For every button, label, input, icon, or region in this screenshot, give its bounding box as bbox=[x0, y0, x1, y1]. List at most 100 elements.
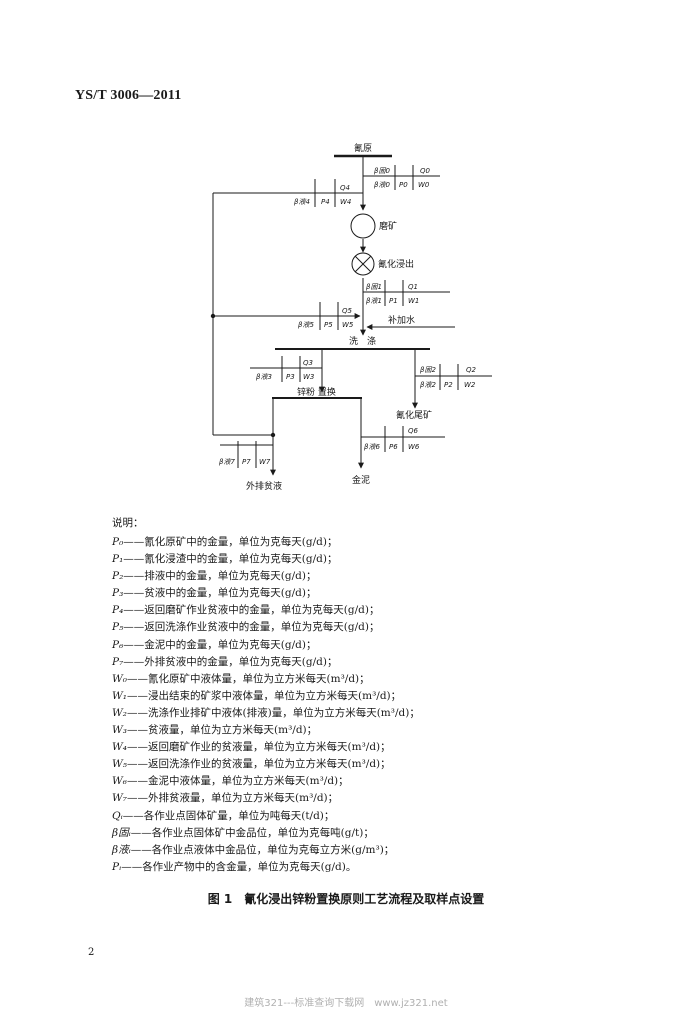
box2-p: P2 bbox=[444, 381, 453, 389]
figure-caption: 图 1 氰化浸出锌粉置换原则工艺流程及取样点设置 bbox=[207, 892, 485, 906]
legend-symbol: W₀ bbox=[112, 672, 128, 685]
box6-by: β液6 bbox=[364, 443, 380, 451]
legend-text: ——各作业点固体矿中金品位，单位为克每吨(g/t)； bbox=[130, 826, 374, 839]
box1-p: P1 bbox=[389, 297, 398, 305]
legend-symbol: W₅ bbox=[112, 758, 128, 771]
box6-p: P6 bbox=[389, 443, 398, 451]
legend-item: W₆——金泥中液体量，单位为立方米每天(m³/d)； bbox=[112, 773, 652, 790]
box1-by: β液1 bbox=[366, 297, 382, 305]
junction-dot bbox=[210, 313, 216, 319]
legend-text: ——排液中的金量，单位为克每天(g/d)； bbox=[123, 570, 317, 583]
box7-w: W7 bbox=[259, 458, 271, 466]
legend-text: ——金泥中液体量，单位为立方米每天(m³/d)； bbox=[127, 775, 349, 788]
junction-dot bbox=[270, 432, 276, 438]
legend-text: ——返回洗涤作业的贫液量，单位为立方米每天(m³/d)； bbox=[127, 758, 391, 771]
label-cyanide-raw: 氰原 bbox=[354, 142, 372, 154]
box6-q: Q6 bbox=[408, 427, 419, 435]
box4-by: β液4 bbox=[294, 198, 310, 206]
legend-symbol: W₄ bbox=[112, 741, 128, 754]
box3-p: P3 bbox=[286, 373, 295, 381]
legend-text: ——外排贫液中的金量，单位为克每天(g/d)； bbox=[123, 655, 338, 668]
legend-text: ——返回洗涤作业贫液中的金量，单位为克每天(g/d)； bbox=[123, 621, 380, 634]
box0-p: P0 bbox=[399, 181, 408, 189]
legend-text: ——各作业点固体矿量，单位为吨每天(t/d)； bbox=[122, 809, 335, 822]
process-flow-diagram: 氰原 磨矿 氰化浸出 补加水 洗 涤 锌粉 置换 氰化尾矿 外排贫液 金泥 β固… bbox=[210, 142, 492, 492]
grinding-mill-symbol bbox=[350, 213, 376, 239]
legend-symbol: P₆ bbox=[112, 638, 124, 651]
box0-w: W0 bbox=[418, 181, 430, 189]
legend-text: ——金泥中的金量，单位为克每天(g/d)； bbox=[123, 638, 317, 651]
legend-list: P₀——氰化原矿中的金量，单位为克每天(g/d)；P₁——氰化浸渣中的金量，单位… bbox=[112, 534, 652, 876]
legend-symbol: W₂ bbox=[112, 706, 128, 719]
legend-item: β固ᵢ——各作业点固体矿中金品位，单位为克每吨(g/t)； bbox=[112, 825, 652, 842]
label-discharge: 外排贫液 bbox=[246, 480, 282, 492]
legend-text: ——洗涤作业排矿中液体(排液)量，单位为立方米每天(m³/d)； bbox=[127, 706, 420, 719]
box6-w: W6 bbox=[408, 443, 420, 451]
box7-by: β液7 bbox=[219, 458, 235, 466]
box5-w: W5 bbox=[342, 321, 354, 329]
legend-text: ——返回磨矿作业的贫液量，单位为立方米每天(m³/d)； bbox=[127, 741, 391, 754]
legend-text: ——各作业产物中的含金量，单位为克每天(g/d)。 bbox=[121, 860, 357, 873]
box2-by: β液2 bbox=[420, 381, 436, 389]
legend-symbol: P₀ bbox=[112, 536, 124, 548]
legend-item: W₇——外排贫液量，单位为立方米每天(m³/d)； bbox=[112, 790, 652, 807]
box2-w: W2 bbox=[464, 381, 476, 389]
legend-text: ——贫液中的金量，单位为克每天(g/d)； bbox=[123, 587, 317, 600]
legend-symbol: β液ᵢ bbox=[112, 843, 131, 856]
box3-q: Q3 bbox=[303, 359, 313, 367]
page-number: 2 bbox=[88, 947, 95, 958]
box4-q: Q4 bbox=[340, 184, 350, 192]
legend-symbol: β固ᵢ bbox=[112, 826, 131, 839]
legend-text: ——氰化原矿中液体量，单位为立方米每天(m³/d)； bbox=[127, 672, 370, 685]
label-leaching: 氰化浸出 bbox=[378, 258, 414, 270]
process-labels: 氰原 磨矿 氰化浸出 补加水 洗 涤 锌粉 置换 氰化尾矿 外排贫液 金泥 bbox=[246, 142, 432, 492]
legend-text: ——贫液量，单位为立方米每天(m³/d)； bbox=[127, 724, 318, 737]
label-tailings: 氰化尾矿 bbox=[396, 409, 432, 421]
box1-bg: β固1 bbox=[366, 283, 382, 291]
box0-q: Q0 bbox=[420, 167, 431, 175]
box3-w: W3 bbox=[303, 373, 314, 381]
legend-item: P₆——金泥中的金量，单位为克每天(g/d)； bbox=[112, 637, 652, 654]
box3-by: β液3 bbox=[256, 373, 272, 381]
legend-item: W₀——氰化原矿中液体量，单位为立方米每天(m³/d)； bbox=[112, 671, 652, 688]
box2-bg: β固2 bbox=[420, 366, 436, 374]
legend-symbol: P₅ bbox=[112, 621, 124, 634]
legend-item: P₀——氰化原矿中的金量，单位为克每天(g/d)； bbox=[112, 534, 652, 551]
label-grinding: 磨矿 bbox=[379, 220, 397, 232]
legend-symbol: W₁ bbox=[112, 689, 128, 702]
legend-item: P₂——排液中的金量，单位为克每天(g/d)； bbox=[112, 568, 652, 585]
legend-item: Pᵢ——各作业产物中的含金量，单位为克每天(g/d)。 bbox=[112, 859, 652, 876]
legend-item: β液ᵢ——各作业点液体中金品位，单位为克每立方米(g/m³)； bbox=[112, 842, 652, 859]
box2-q: Q2 bbox=[466, 366, 477, 374]
label-washing: 洗 涤 bbox=[349, 335, 376, 347]
legend: 说明： P₀——氰化原矿中的金量，单位为克每天(g/d)；P₁——氰化浸渣中的金… bbox=[112, 515, 652, 876]
legend-symbol: W₆ bbox=[112, 775, 128, 788]
box5-p: P5 bbox=[324, 321, 333, 329]
legend-text: ——各作业点液体中金品位，单位为克每立方米(g/m³)； bbox=[130, 843, 395, 856]
legend-symbol: P₄ bbox=[112, 604, 124, 617]
box0-bg: β固0 bbox=[374, 167, 390, 175]
legend-item: W₅——返回洗涤作业的贫液量，单位为立方米每天(m³/d)； bbox=[112, 756, 652, 773]
legend-item: Qᵢ——各作业点固体矿量，单位为吨每天(t/d)； bbox=[112, 808, 652, 825]
legend-item: W₁——浸出结束的矿浆中液体量，单位为立方米每天(m³/d)； bbox=[112, 688, 652, 705]
legend-item: P₄——返回磨矿作业贫液中的金量，单位为克每天(g/d)； bbox=[112, 602, 652, 619]
box7-p: P7 bbox=[242, 458, 251, 466]
legend-symbol: P₇ bbox=[112, 655, 124, 668]
box1-w: W1 bbox=[408, 297, 419, 305]
legend-symbol: W₇ bbox=[112, 792, 128, 805]
legend-symbol: P₃ bbox=[112, 587, 124, 600]
legend-item: W₄——返回磨矿作业的贫液量，单位为立方米每天(m³/d)； bbox=[112, 739, 652, 756]
label-zinc-replacement: 锌粉 置换 bbox=[297, 386, 336, 398]
legend-item: P₁——氰化浸渣中的金量，单位为克每天(g/d)； bbox=[112, 551, 652, 568]
legend-item: P₅——返回洗涤作业贫液中的金量，单位为克每天(g/d)； bbox=[112, 619, 652, 636]
box5-by: β液5 bbox=[298, 321, 314, 329]
legend-text: ——浸出结束的矿浆中液体量，单位为立方米每天(m³/d)； bbox=[127, 689, 402, 702]
sampling-labels: β固0 Q0 β液0 P0 W0 Q4 β液4 P4 W4 β固1 Q1 β液1… bbox=[219, 167, 477, 466]
legend-symbol: Pᵢ bbox=[112, 860, 122, 873]
box0-by: β液0 bbox=[374, 181, 390, 189]
legend-item: P₃——贫液中的金量，单位为克每天(g/d)； bbox=[112, 585, 652, 602]
leaching-tank-symbol bbox=[351, 252, 375, 276]
legend-text: ——外排贫液量，单位为立方米每天(m³/d)； bbox=[127, 792, 339, 805]
legend-text: ——返回磨矿作业贫液中的金量，单位为克每天(g/d)； bbox=[123, 604, 380, 617]
legend-symbol: Qᵢ bbox=[112, 809, 123, 822]
